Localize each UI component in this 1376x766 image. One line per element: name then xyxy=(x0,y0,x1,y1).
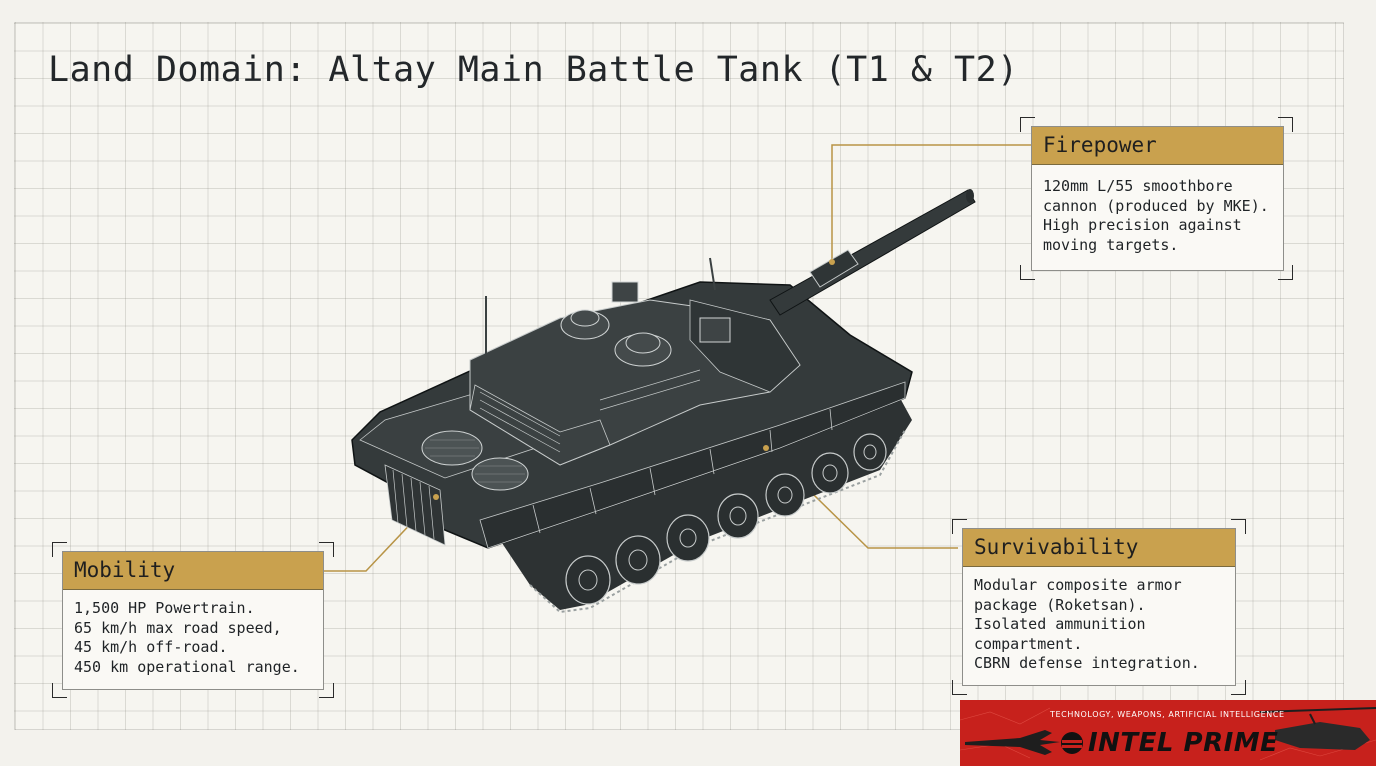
firepower-line: cannon (produced by MKE). xyxy=(1043,196,1269,215)
banner-tagline: TECHNOLOGY, WEAPONS, ARTIFICIAL INTELLIG… xyxy=(1050,710,1285,719)
mobility-line: 450 km operational range. xyxy=(74,657,300,676)
tank-side-skirt xyxy=(479,381,906,549)
tank-cupolas xyxy=(560,309,672,367)
firepower-line: High precision against xyxy=(1043,216,1242,234)
mobility-line: 65 km/h max road speed, xyxy=(74,618,282,637)
firepower-line: 120mm L/55 smoothbore xyxy=(1043,177,1233,195)
firepower-leader-line xyxy=(831,144,1031,262)
survivability-line: package (Roketsan). xyxy=(974,595,1146,614)
tank-rear-grille xyxy=(384,464,446,546)
firepower-title: Firepower xyxy=(1032,127,1283,165)
brand-logo-icon xyxy=(1061,732,1083,754)
banner-artwork xyxy=(960,707,1376,761)
tank-road-wheels xyxy=(565,433,887,605)
page-title: Land Domain: Altay Main Battle Tank (T1 … xyxy=(48,50,1019,90)
survivability-callout: Survivability Modular composite armor pa… xyxy=(952,519,1246,695)
tank-main-gun xyxy=(769,189,976,316)
mobility-callout: Mobility 1,500 HP Powertrain. 65 km/h ma… xyxy=(52,542,334,698)
firepower-line: moving targets. xyxy=(1043,235,1179,254)
helicopter-icon xyxy=(1259,707,1376,750)
mobility-line: 45 km/h off-road. xyxy=(74,638,228,656)
survivability-line: Isolated ammunition xyxy=(974,615,1146,633)
mobility-title: Mobility xyxy=(63,552,323,590)
survivability-line: CBRN defense integration. xyxy=(974,654,1200,672)
firepower-callout: Firepower 120mm L/55 smoothbore cannon (… xyxy=(1020,117,1293,280)
survivability-title: Survivability xyxy=(963,529,1235,567)
survivability-description: Modular composite armor package (Roketsa… xyxy=(974,576,1227,674)
firepower-description: 120mm L/55 smoothbore cannon (produced b… xyxy=(1043,177,1275,255)
jet-icon xyxy=(965,730,1060,755)
mobility-description: 1,500 HP Powertrain. 65 km/h max road sp… xyxy=(74,599,315,677)
brand-banner[interactable]: TECHNOLOGY, WEAPONS, ARTIFICIAL INTELLIG… xyxy=(960,700,1376,766)
survivability-line: compartment. xyxy=(974,634,1083,653)
brand-name: INTEL PRIME xyxy=(1088,728,1279,758)
tank-illustration xyxy=(351,189,976,614)
survivability-line: Modular composite armor xyxy=(974,576,1182,594)
mobility-line: 1,500 HP Powertrain. xyxy=(74,599,255,617)
